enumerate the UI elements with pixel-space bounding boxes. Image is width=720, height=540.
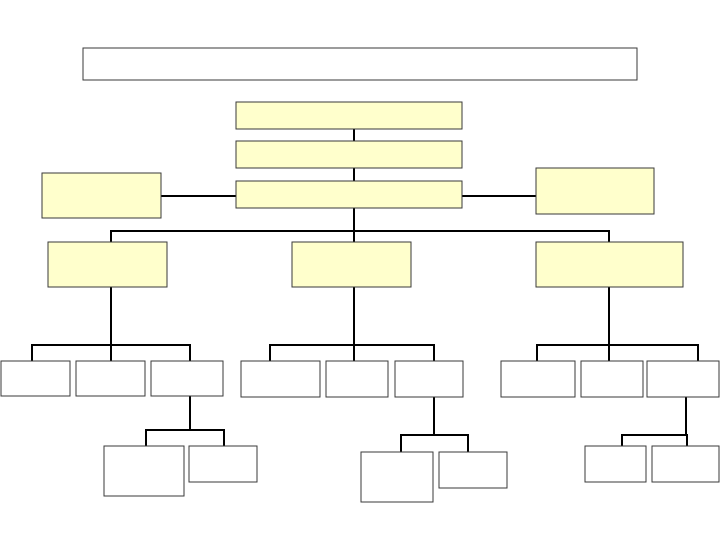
unit-box-2-3 [394, 360, 464, 398]
subunit-box-3-2 [651, 445, 720, 483]
subunit-box-2-1 [360, 451, 434, 503]
subunit-box-3-1 [584, 445, 647, 483]
unit-box-3-1 [500, 360, 576, 398]
staff-box-right [535, 167, 655, 215]
unit-box-3-3 [646, 360, 720, 398]
connector-sub2 [400, 434, 469, 452]
subunit-box-1-1 [103, 445, 185, 497]
connector-divisions [110, 230, 610, 242]
top-box-3 [235, 180, 463, 209]
unit-box-2-2 [325, 360, 389, 398]
connector-div3-units [536, 344, 699, 361]
title-box [82, 47, 638, 81]
subunit-box-2-2 [438, 451, 508, 489]
connectors [31, 129, 699, 452]
division-box-1 [47, 241, 168, 288]
division-box-3 [535, 241, 684, 288]
unit-box-3-2 [580, 360, 644, 398]
subunit-box-1-2 [188, 445, 258, 483]
top-box-2 [235, 140, 463, 169]
connector-sub3 [621, 434, 688, 446]
connector-sub1 [145, 429, 225, 446]
division-box-2 [291, 241, 412, 288]
unit-box-1-1 [0, 360, 71, 397]
unit-box-1-2 [75, 360, 146, 397]
unit-box-2-1 [240, 360, 321, 398]
connector-div2-units [269, 344, 435, 361]
top-box-1 [235, 101, 463, 130]
staff-box-left [41, 172, 162, 219]
unit-box-1-3 [150, 360, 224, 397]
